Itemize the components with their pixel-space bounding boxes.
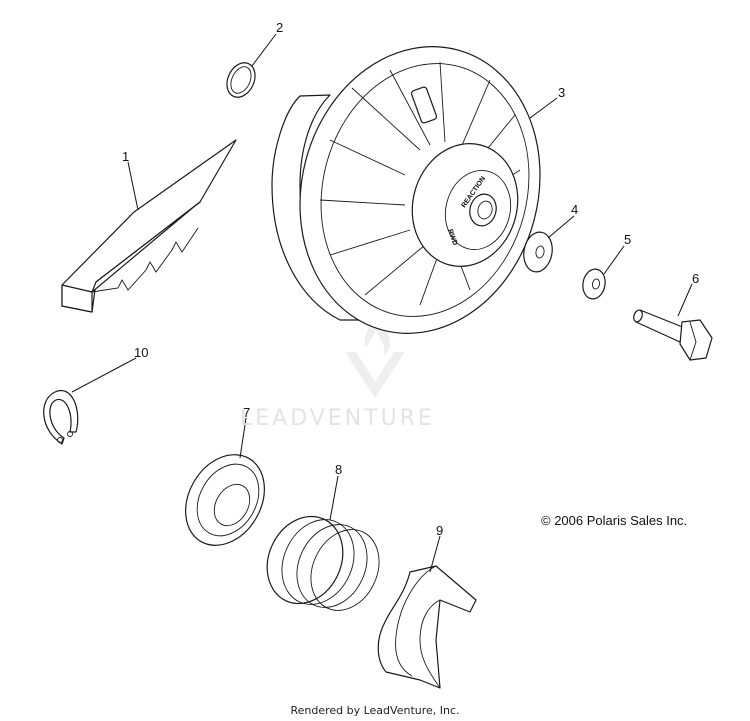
callout-numbers: 1 2 3 4 5 6 10 7 8 9 [122, 20, 699, 538]
callout-9: 9 [436, 523, 443, 538]
copyright-notice: © 2006 Polaris Sales Inc. [541, 513, 688, 528]
callout-3: 3 [558, 85, 565, 100]
callout-1: 1 [122, 149, 129, 164]
washer-large [523, 231, 553, 273]
drive-belt [61, 139, 237, 313]
callout-8: 8 [335, 462, 342, 477]
snap-ring-small [226, 62, 256, 98]
retaining-ring [43, 389, 79, 445]
rendered-by-footer: Rendered by LeadVenture, Inc. [290, 704, 460, 717]
bolt [633, 309, 713, 361]
callout-4: 4 [571, 202, 578, 217]
callout-2: 2 [276, 20, 283, 35]
helix-ramp [377, 565, 477, 689]
leader-lines [71, 33, 693, 573]
callout-6: 6 [692, 271, 699, 286]
callout-5: 5 [624, 232, 631, 247]
spring [266, 515, 380, 611]
washer-small [582, 268, 606, 300]
callout-7: 7 [243, 405, 250, 420]
callout-10: 10 [134, 345, 148, 360]
spring-cup [185, 454, 265, 546]
watermark-text: LEADVENTURE [240, 406, 435, 431]
driven-clutch-assembly: REACTION RWD [271, 46, 541, 334]
